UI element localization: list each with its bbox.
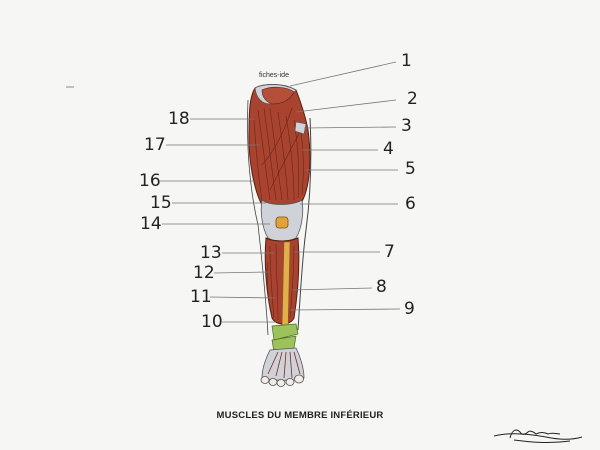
- label-12: 12: [193, 263, 215, 283]
- label-10: 10: [201, 312, 223, 332]
- label-13: 13: [200, 243, 222, 263]
- label-17: 17: [144, 135, 166, 155]
- label-3: 3: [401, 116, 412, 136]
- patella: [276, 217, 288, 228]
- leg-illustration: [247, 85, 310, 387]
- label-14: 14: [140, 214, 162, 234]
- label-4: 4: [383, 139, 394, 159]
- watermark-text: fiches-ide: [259, 72, 289, 79]
- label-18: 18: [168, 109, 190, 129]
- author-signature: [494, 430, 582, 443]
- label-15: 15: [150, 193, 172, 213]
- label-5: 5: [405, 159, 416, 179]
- label-7: 7: [384, 242, 395, 262]
- label-11: 11: [190, 287, 212, 307]
- diagram-title: MUSCLES DU MEMBRE INFÉRIEUR: [217, 410, 384, 421]
- label-2: 2: [407, 89, 418, 109]
- label-16: 16: [139, 171, 161, 191]
- label-8: 8: [376, 277, 387, 297]
- label-6: 6: [405, 194, 416, 214]
- label-1: 1: [401, 51, 412, 71]
- label-9: 9: [404, 299, 415, 319]
